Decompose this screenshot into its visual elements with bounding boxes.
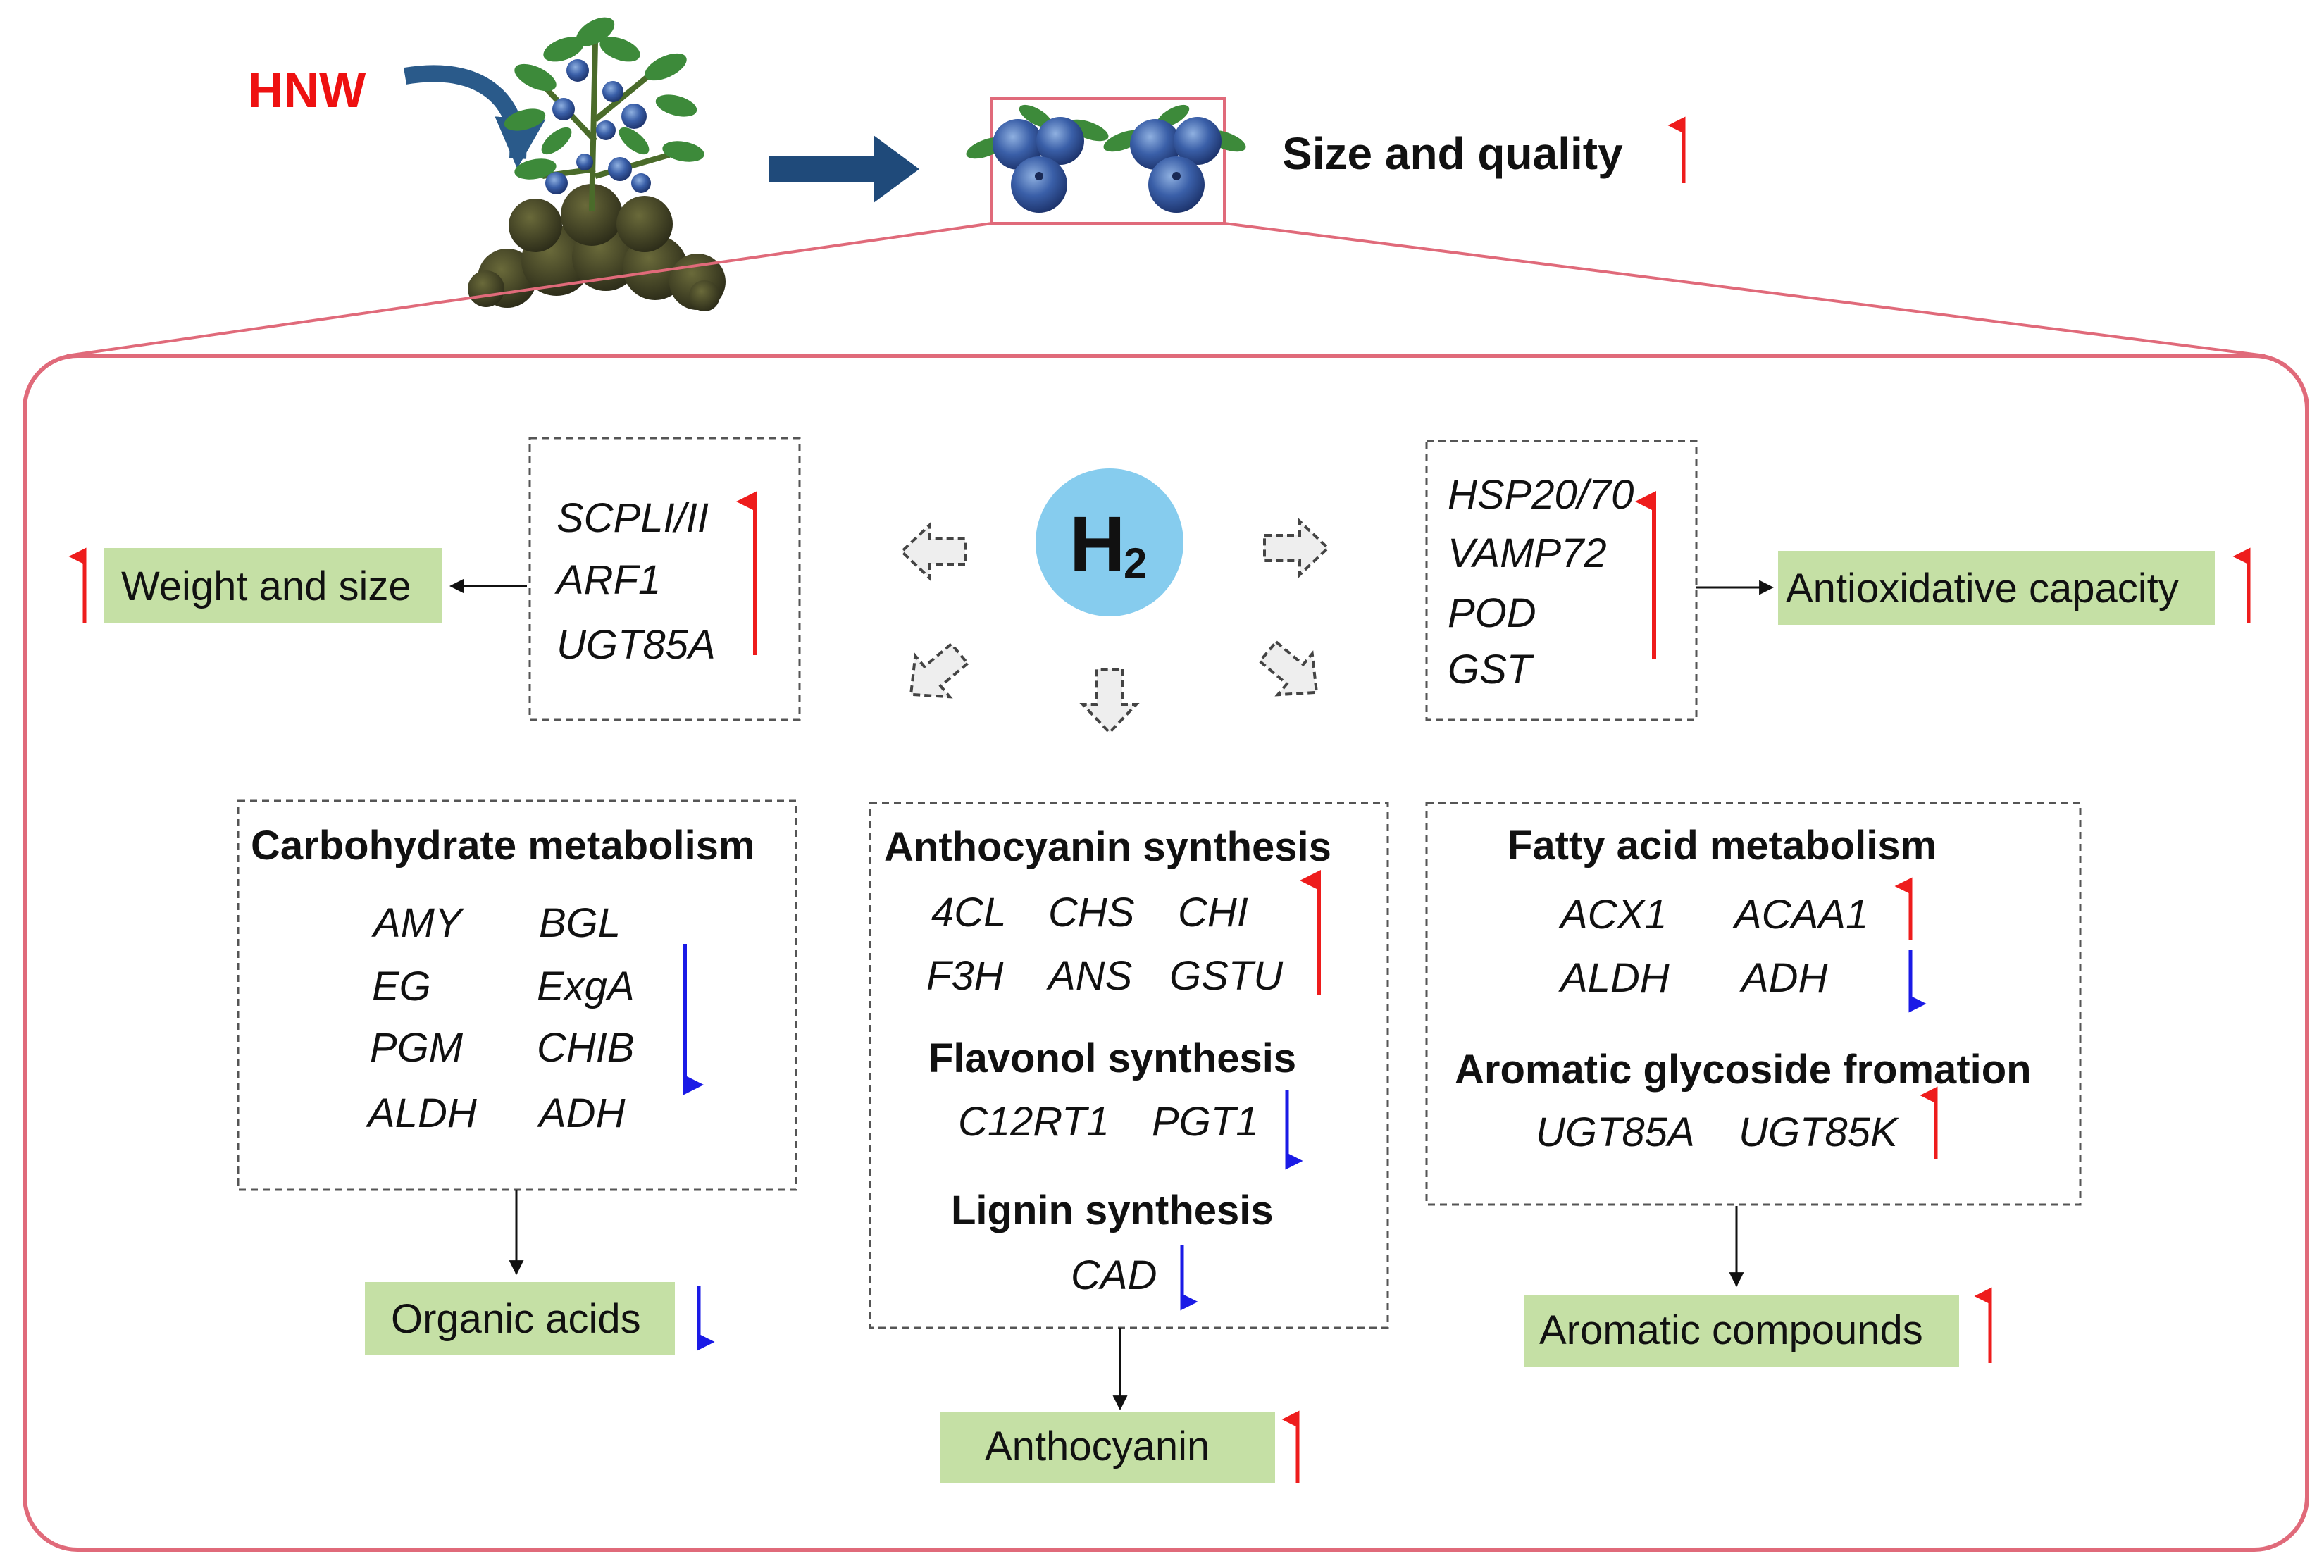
- left-gene-2: ARF1: [554, 557, 661, 603]
- h2-subscript: 2: [1124, 540, 1147, 587]
- left-gene-3: UGT85A: [557, 622, 716, 668]
- right-gene-3: POD: [1448, 590, 1536, 636]
- lignin-gene-cad: CAD: [1071, 1252, 1157, 1298]
- h2-arrow-down-left: [909, 642, 970, 699]
- carb-gene-amy: AMY: [371, 900, 465, 946]
- flavonol-gene-c12rt1: C12RT1: [958, 1099, 1110, 1145]
- carb-gene-bgl: BGL: [539, 900, 621, 946]
- fatty-acid-box: [1425, 802, 2082, 1206]
- antho-gene-4cl: 4CL: [931, 890, 1006, 935]
- aromatic-compounds-box: [1524, 1295, 1959, 1367]
- size-quality-label: Size and quality: [1282, 128, 1623, 179]
- anthocyanin-box: [940, 1412, 1275, 1483]
- flavonol-gene-pgt1: PGT1: [1152, 1099, 1259, 1145]
- carb-gene-adh: ADH: [537, 1090, 626, 1136]
- zoom-line-left: [66, 222, 993, 357]
- antho-gene-chs: CHS: [1048, 890, 1135, 935]
- carb-gene-pgm: PGM: [370, 1025, 464, 1071]
- aromatic-gene-ugt85k: UGT85K: [1739, 1109, 1899, 1155]
- organic-acids-label: Organic acids: [391, 1296, 641, 1342]
- h2-symbol: H: [1069, 501, 1125, 587]
- lignin-title: Lignin synthesis: [951, 1188, 1274, 1233]
- hnw-curved-arrow: [403, 65, 546, 169]
- flavonol-title: Flavonol synthesis: [928, 1035, 1296, 1081]
- weight-size-label: Weight and size: [121, 564, 411, 609]
- h2-molecule: H 2: [1036, 468, 1183, 616]
- h2-arrow-down-right: [1257, 640, 1319, 697]
- antho-gene-gstu: GSTU: [1169, 953, 1284, 999]
- h2-arrow-left: [900, 521, 967, 582]
- aromatic-compounds-label: Aromatic compounds: [1539, 1307, 1923, 1353]
- aromatic-glycoside-title: Aromatic glycoside fromation: [1455, 1047, 2032, 1093]
- anthocyanin-synthesis-title: Anthocyanin synthesis: [884, 824, 1331, 870]
- left-gene-1: SCPLI/II: [557, 495, 709, 541]
- right-gene-box: [1425, 440, 1698, 721]
- carbohydrate-title: Carbohydrate metabolism: [251, 823, 755, 869]
- zoom-line-right: [1224, 222, 2266, 357]
- fatty-gene-aldh: ALDH: [1558, 955, 1670, 1001]
- big-right-arrow: [769, 135, 919, 203]
- antho-gene-f3h: F3H: [926, 953, 1004, 999]
- antioxidative-label: Antioxidative capacity: [1786, 566, 2179, 611]
- anthocyanin-label: Anthocyanin: [985, 1424, 1210, 1469]
- h2-arrow-down: [1079, 668, 1140, 735]
- carbohydrate-box: [237, 799, 797, 1191]
- fatty-acid-title: Fatty acid metabolism: [1508, 823, 1937, 869]
- carb-gene-eg: EG: [372, 964, 431, 1009]
- soil-mound: [468, 184, 726, 311]
- organic-acids-box: [365, 1282, 675, 1355]
- weight-size-box: [104, 548, 442, 623]
- hnw-label: HNW: [248, 63, 366, 118]
- antho-gene-chi: CHI: [1178, 890, 1248, 935]
- fatty-gene-acaa1: ACAA1: [1732, 892, 1868, 938]
- carb-gene-aldh: ALDH: [366, 1090, 477, 1136]
- blueberry-fruit-illustration: [966, 104, 1246, 213]
- antioxidative-box: [1778, 551, 2215, 625]
- fatty-gene-adh: ADH: [1739, 955, 1828, 1001]
- carb-gene-chib: CHIB: [537, 1025, 635, 1071]
- right-gene-2: VAMP72: [1448, 530, 1607, 576]
- blueberry-plant-illustration: [468, 17, 726, 311]
- h2-arrow-right: [1263, 518, 1330, 578]
- right-gene-1: HSP20/70: [1448, 472, 1634, 518]
- fatty-gene-acx1: ACX1: [1558, 892, 1667, 938]
- right-gene-4: GST: [1448, 647, 1534, 692]
- antho-gene-ans: ANS: [1046, 953, 1133, 999]
- carb-gene-exga: ExgA: [537, 964, 635, 1009]
- aromatic-gene-ugt85a: UGT85A: [1536, 1109, 1695, 1155]
